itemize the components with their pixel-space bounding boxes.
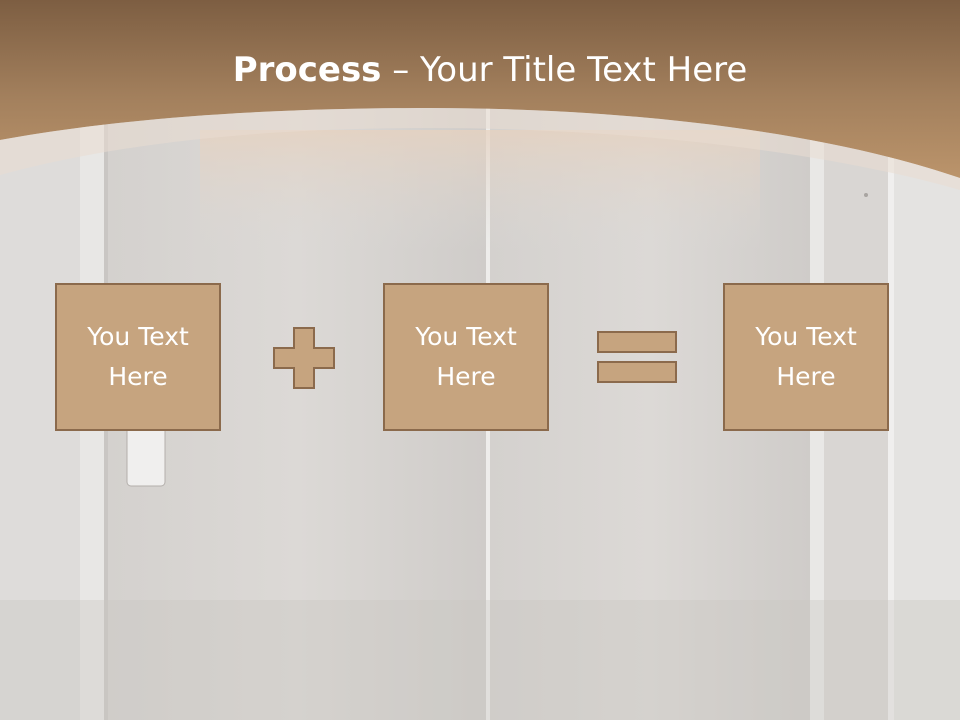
text-box-2-line2: Here — [436, 362, 496, 391]
plus-icon — [273, 327, 335, 389]
text-box-3-line1: You Text — [755, 322, 857, 351]
text-box-1-line2: Here — [108, 362, 168, 391]
text-box-1[interactable]: You Text Here — [55, 283, 221, 431]
text-box-2[interactable]: You Text Here — [383, 283, 549, 431]
equals-icon — [597, 331, 677, 383]
text-box-1-line1: You Text — [87, 322, 189, 351]
text-box-3-line2: Here — [776, 362, 836, 391]
text-box-3[interactable]: You Text Here — [723, 283, 889, 431]
title-rest: – Your Title Text Here — [381, 50, 748, 90]
text-box-2-line1: You Text — [415, 322, 517, 351]
page-title: Process – Your Title Text Here — [0, 50, 960, 90]
title-bold: Process — [232, 50, 382, 90]
